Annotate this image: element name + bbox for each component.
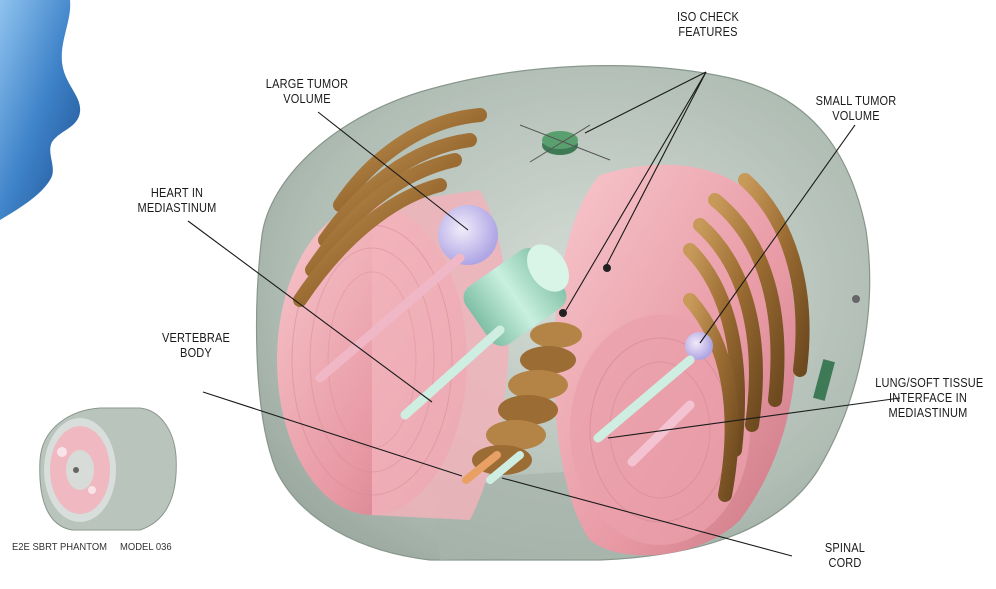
label-line: MEDIASTINUM	[875, 406, 981, 421]
label-large-tumor-volume: LARGE TUMOR VOLUME	[254, 77, 360, 107]
label-small-tumor-volume: SMALL TUMOR VOLUME	[803, 94, 909, 124]
label-line: INTERFACE IN	[875, 391, 981, 406]
label-line: BODY	[148, 346, 245, 361]
label-heart-in-mediastinum: HEART IN MEDIASTINUM	[129, 186, 226, 216]
caption-model-number: MODEL 036	[120, 541, 172, 553]
label-line: LARGE TUMOR	[254, 77, 360, 92]
label-line: VOLUME	[254, 92, 360, 107]
phantom-thumbnail	[40, 408, 177, 530]
face-silhouette	[0, 0, 80, 220]
label-line: HEART IN	[129, 186, 226, 201]
label-line: ISO CHECK	[670, 10, 746, 25]
label-line: SMALL TUMOR	[803, 94, 909, 109]
label-spinal-cord: SPINAL CORD	[805, 541, 884, 571]
label-line: CORD	[805, 556, 884, 571]
label-line: MEDIASTINUM	[129, 201, 226, 216]
label-line: FEATURES	[670, 25, 746, 40]
label-line: LUNG/SOFT TISSUE	[875, 376, 981, 391]
caption-product-name: E2E SBRT PHANTOM	[12, 541, 107, 553]
label-lung-soft-tissue-interface: LUNG/SOFT TISSUE INTERFACE IN MEDIASTINU…	[875, 376, 981, 421]
label-line: SPINAL	[805, 541, 884, 556]
label-iso-check-features: ISO CHECK FEATURES	[670, 10, 746, 40]
label-line: VOLUME	[803, 109, 909, 124]
side-screw	[852, 295, 860, 303]
label-line: VERTEBRAE	[148, 331, 245, 346]
label-vertebrae-body: VERTEBRAE BODY	[148, 331, 245, 361]
